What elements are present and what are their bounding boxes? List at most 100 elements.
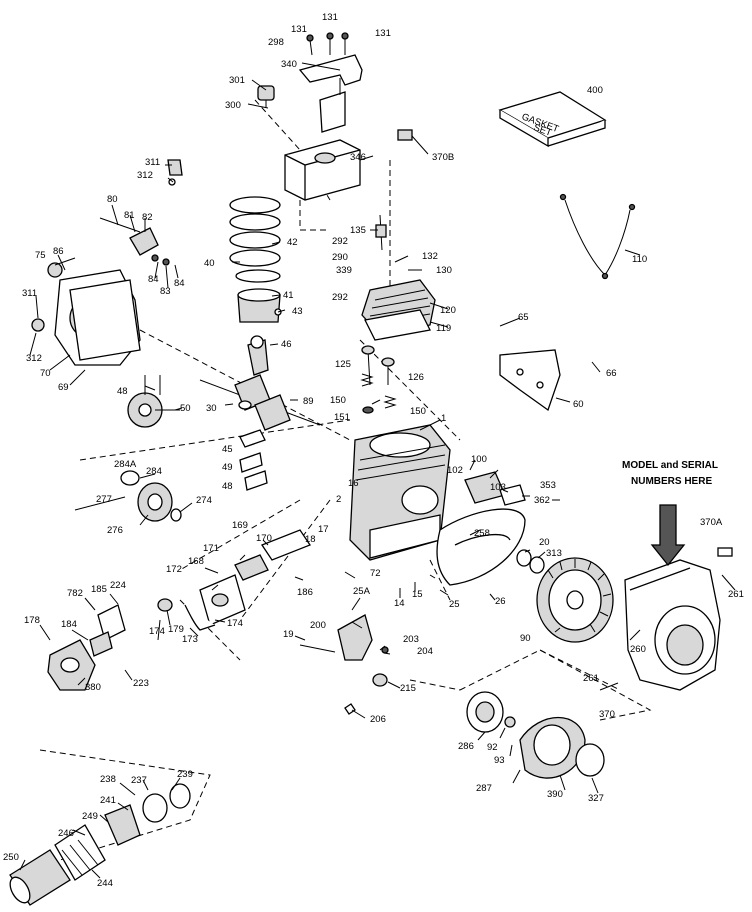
label-174: 174: [149, 626, 165, 637]
label-20: 20: [539, 537, 550, 548]
model-note-line1: MODEL and SERIAL: [622, 460, 718, 471]
label-110: 110: [632, 254, 647, 265]
label-135: 135: [350, 225, 366, 236]
label-261: 261: [728, 589, 744, 600]
label-65: 65: [518, 312, 529, 323]
valves: [361, 345, 395, 386]
label-206: 206: [370, 714, 386, 725]
recoil-starter: [466, 691, 605, 779]
label-277: 277: [96, 494, 112, 505]
label-15: 15: [412, 589, 423, 600]
label-353: 353: [540, 480, 556, 491]
label-186: 186: [297, 587, 313, 598]
label-298: 298: [268, 37, 284, 48]
crankshaft: [199, 374, 321, 431]
label-125: 125: [335, 359, 351, 370]
label-126: 126: [408, 372, 424, 383]
bracket-340: [298, 54, 363, 133]
label-45: 45: [222, 444, 233, 455]
bracket-60: [499, 349, 561, 412]
assembly-dashed-lines: [39, 99, 652, 861]
baffle-25: [436, 508, 526, 586]
label-276: 276: [107, 525, 123, 536]
label-171: 171: [203, 543, 219, 554]
tappets-48: [144, 375, 161, 395]
blower-housing: [624, 547, 733, 691]
label-84: 84: [148, 274, 159, 285]
label-41: 41: [283, 290, 294, 301]
label-82: 82: [142, 212, 153, 223]
label-173: 173: [182, 634, 198, 645]
label-46: 46: [281, 339, 292, 350]
intake-pipe-173: [157, 598, 216, 631]
label-250: 250: [3, 852, 19, 863]
cylinder-head: [361, 279, 436, 341]
label-290: 290: [332, 252, 348, 263]
label-81: 81: [124, 210, 135, 221]
label-169: 169: [232, 520, 248, 531]
label-200: 200: [310, 620, 326, 631]
label-14: 14: [394, 598, 405, 609]
label-241: 241: [100, 795, 116, 806]
carburetor-body-380: [47, 604, 126, 691]
fuel-cap-301: [257, 85, 275, 108]
piston: [237, 288, 282, 323]
model-serial-arrow: [650, 504, 686, 567]
label-215: 215: [400, 683, 416, 694]
label-102: 102: [447, 465, 463, 476]
label-89: 89: [303, 396, 314, 407]
label-370a: 370A: [700, 517, 723, 528]
label-150: 150: [330, 395, 346, 406]
label-131: 131: [291, 24, 307, 35]
label-120: 120: [440, 305, 456, 316]
label-100: 100: [471, 454, 487, 465]
label-312: 312: [26, 353, 42, 364]
label-284: 284: [146, 466, 162, 477]
label-339: 339: [336, 265, 352, 276]
label-380: 380: [85, 682, 101, 693]
label-84: 84: [174, 278, 185, 289]
label-287: 287: [476, 783, 492, 794]
label-179: 179: [168, 624, 184, 635]
connecting-rod: [247, 335, 269, 376]
gasket-set-box: GASKET SET: [498, 91, 607, 148]
label-18: 18: [305, 534, 316, 545]
washer-313: [516, 549, 545, 574]
label-2: 2: [336, 494, 341, 505]
label-42: 42: [287, 237, 298, 248]
label-244: 244: [97, 878, 113, 889]
model-note-line2: NUMBERS HERE: [631, 476, 712, 487]
label-170: 170: [256, 533, 272, 544]
label-184: 184: [61, 619, 77, 630]
label-224: 224: [110, 580, 126, 591]
decal-370a: [717, 547, 733, 557]
carburetor-gasket-plate: [199, 529, 311, 626]
label-119: 119: [436, 323, 451, 334]
label-370: 370: [599, 709, 615, 720]
label-172: 172: [166, 564, 182, 575]
leader-lines: [19, 62, 736, 879]
label-25a: 25A: [353, 586, 371, 597]
label-292: 292: [332, 292, 348, 303]
label-48: 48: [222, 481, 233, 492]
decal-370b: [397, 129, 413, 141]
label-80: 80: [107, 194, 118, 205]
label-313: 313: [546, 548, 562, 559]
flywheel: [536, 557, 614, 643]
label-130: 130: [436, 265, 452, 276]
label-69: 69: [58, 382, 69, 393]
screws-131: [306, 32, 349, 56]
label-92: 92: [487, 742, 498, 753]
label-178: 178: [24, 615, 40, 626]
label-782: 782: [67, 588, 83, 599]
label-174: 174: [227, 618, 243, 629]
label-346: 346: [350, 152, 366, 163]
model-serial-note: MODEL and SERIAL NUMBERS HERE: [622, 460, 718, 487]
label-223: 223: [133, 678, 149, 689]
label-203: 203: [403, 634, 419, 645]
label-16: 16: [348, 478, 359, 489]
label-50: 50: [180, 403, 191, 414]
label-66: 66: [606, 368, 617, 379]
label-150: 150: [410, 406, 426, 417]
label-260: 260: [630, 644, 646, 655]
